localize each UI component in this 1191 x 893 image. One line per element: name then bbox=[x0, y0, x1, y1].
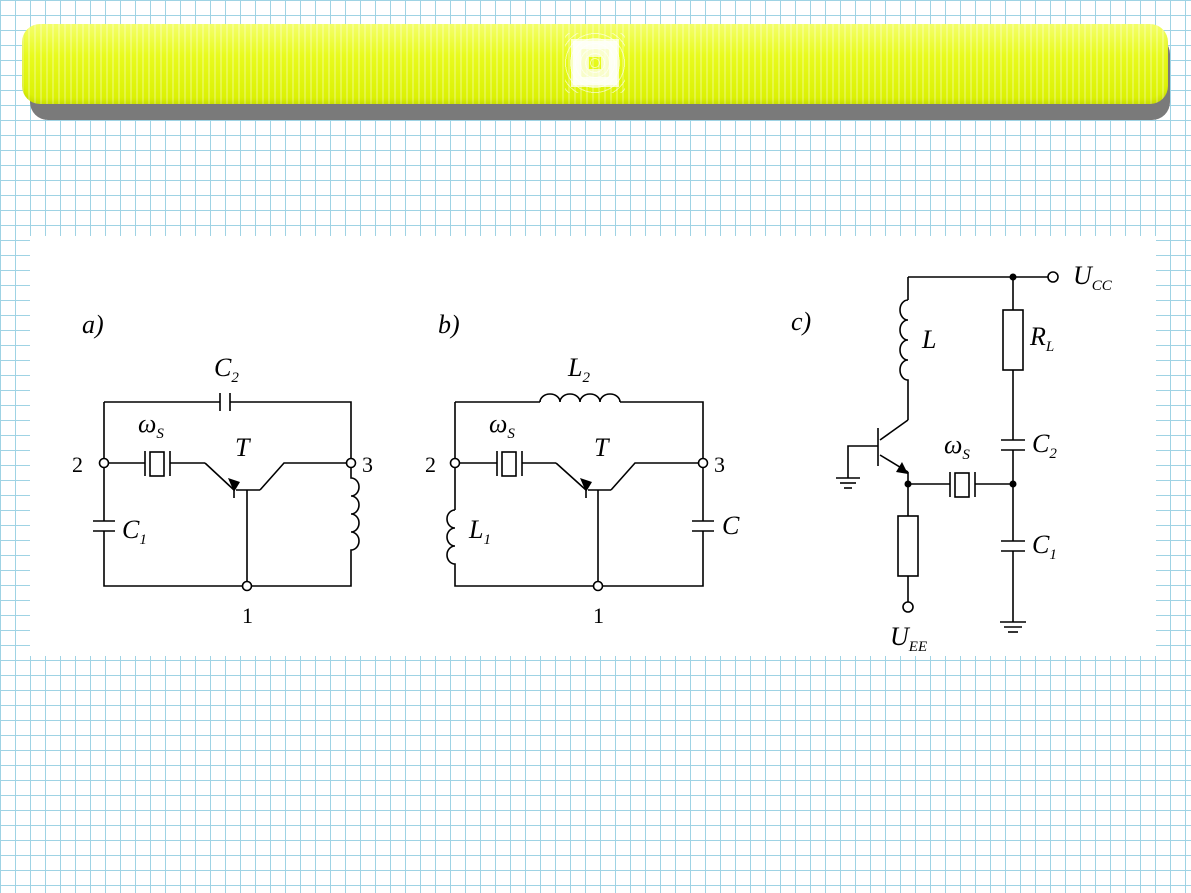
node-2-b-label: 2 bbox=[425, 452, 436, 477]
transistor-t-b bbox=[555, 462, 699, 586]
node-2-a bbox=[98, 457, 110, 469]
transistor-c bbox=[847, 419, 909, 478]
circuit-c-label: c) bbox=[791, 307, 811, 336]
inductor-l2-b bbox=[539, 393, 621, 403]
title-emblem-icon bbox=[565, 33, 625, 93]
circuit-a: a) C2 C1 ωS T bbox=[72, 310, 373, 628]
resistor-rl-c bbox=[1002, 309, 1024, 371]
node-1-b-label: 1 bbox=[593, 603, 604, 628]
circuit-c: c) UCC L UEE bbox=[791, 261, 1113, 655]
ucc-label: UCC bbox=[1073, 261, 1113, 294]
circuit-b-label: b) bbox=[438, 310, 460, 339]
ground-right-c bbox=[1000, 621, 1026, 633]
resistor-emitter-c bbox=[897, 515, 919, 577]
node-3-b bbox=[697, 457, 709, 469]
t-a-label: T bbox=[235, 433, 251, 462]
l1-b-label: L1 bbox=[468, 515, 491, 548]
ground-left-c bbox=[836, 477, 860, 489]
capacitor-c2-c bbox=[1001, 439, 1025, 451]
capacitor-c1-a bbox=[93, 520, 115, 532]
ucc-terminal bbox=[1047, 271, 1059, 283]
uee-terminal bbox=[902, 601, 914, 613]
ws-b-label: ωS bbox=[489, 409, 515, 442]
crystal-ws-a bbox=[144, 451, 171, 477]
node-2-a-label: 2 bbox=[72, 452, 83, 477]
capacitor-c1-c bbox=[1001, 540, 1025, 552]
circuit-b: b) L2 L1 C ωS T bbox=[425, 310, 740, 628]
uee-label: UEE bbox=[890, 622, 927, 655]
node-1-b bbox=[592, 580, 604, 592]
c2-a-label: C2 bbox=[214, 353, 239, 386]
node-3-a bbox=[345, 457, 357, 469]
c1-c-label: C1 bbox=[1032, 530, 1057, 563]
inductor-l-c bbox=[899, 299, 909, 420]
junction-right bbox=[1009, 480, 1017, 488]
node-3-b-label: 3 bbox=[714, 452, 725, 477]
inductor-a bbox=[350, 468, 360, 566]
crystal-ws-b bbox=[496, 451, 523, 477]
capacitor-c-b bbox=[692, 520, 714, 532]
inductor-l1-b bbox=[446, 509, 704, 587]
transistor-t-a bbox=[204, 462, 347, 586]
circuit-a-label: a) bbox=[82, 310, 104, 339]
ws-a-label: ωS bbox=[138, 409, 164, 442]
c2-c-label: C2 bbox=[1032, 429, 1057, 462]
ws-c-label: ωS bbox=[944, 430, 970, 463]
l2-b-label: L2 bbox=[567, 353, 590, 386]
rl-label: RL bbox=[1029, 322, 1054, 355]
t-b-label: T bbox=[594, 433, 610, 462]
capacitor-c2-a bbox=[219, 393, 231, 411]
node-1-a-label: 1 bbox=[242, 603, 253, 628]
l-c-label: L bbox=[921, 325, 936, 354]
node-3-a-label: 3 bbox=[362, 452, 373, 477]
node-2-b bbox=[449, 457, 461, 469]
c1-a-label: C1 bbox=[122, 515, 147, 548]
node-1-a bbox=[241, 580, 253, 592]
c-b-label: C bbox=[722, 511, 740, 540]
crystal-ws-c bbox=[949, 472, 976, 498]
